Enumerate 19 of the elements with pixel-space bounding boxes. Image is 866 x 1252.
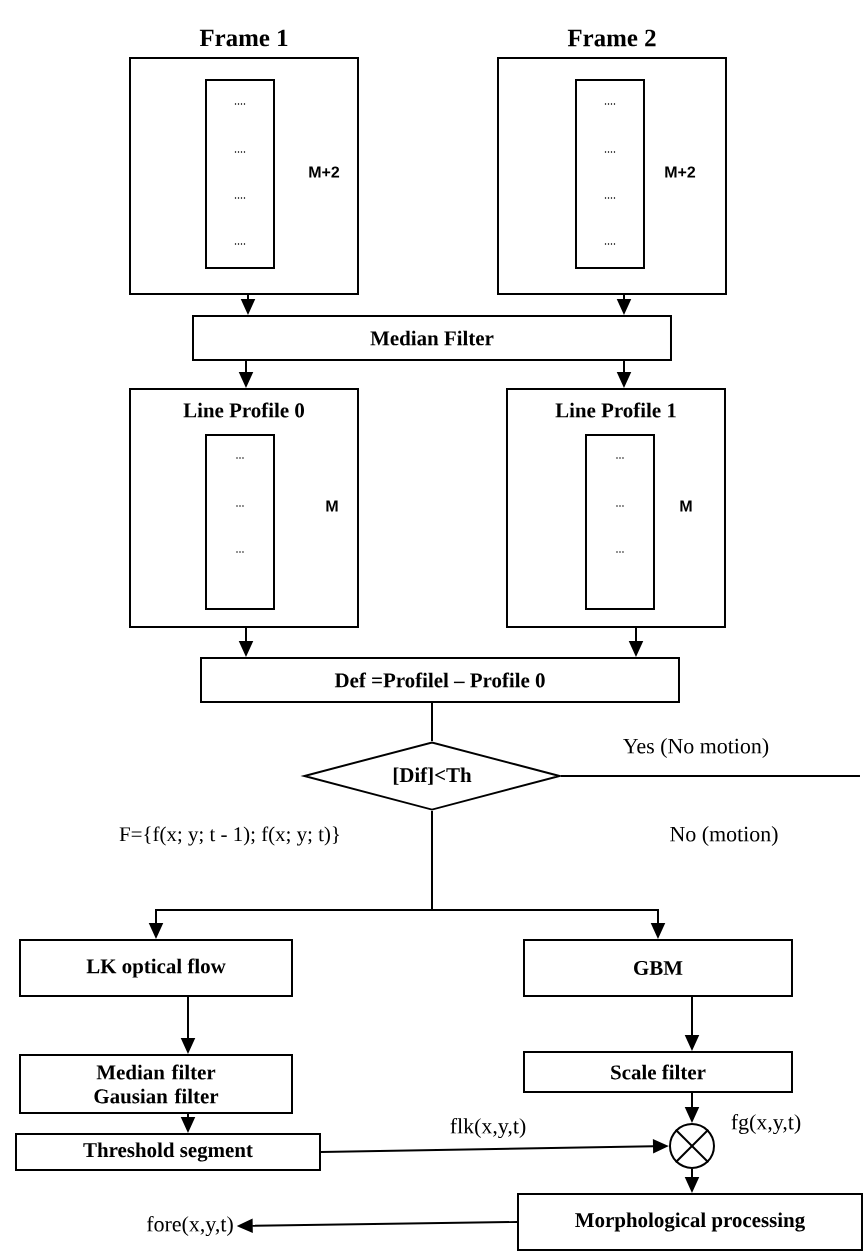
edge-label: flk(x,y,t) (447, 1115, 529, 1141)
process-box: Scale filter (523, 1051, 793, 1093)
box-title: Line Profile 1 (555, 402, 676, 418)
box-title: Frame 1 (199, 29, 288, 47)
process-box: GBM (523, 939, 793, 997)
process-box: Median filter Gausian filter (19, 1054, 293, 1114)
process-box: Median Filter (192, 315, 672, 361)
process-box: Morphological processing (517, 1193, 863, 1251)
edge-label: Yes (No motion) (620, 736, 772, 760)
output-text: fore(x,y,t) (146, 1215, 233, 1237)
edge-label: fg(x,y,t) (728, 1111, 804, 1137)
box-title: Line Profile 0 (183, 402, 304, 418)
box-title: Frame 2 (567, 29, 656, 47)
edge-label: No (motion) (667, 824, 781, 848)
process-box: LK optical flow (19, 939, 293, 997)
formula-label: F={f(x; y; t - 1); f(x; y; t)} (119, 826, 340, 846)
multiply-symbol (669, 1123, 715, 1169)
process-box: Threshold segment (15, 1133, 321, 1171)
process-box: Def =Profilel – Profile 0 (200, 657, 680, 703)
